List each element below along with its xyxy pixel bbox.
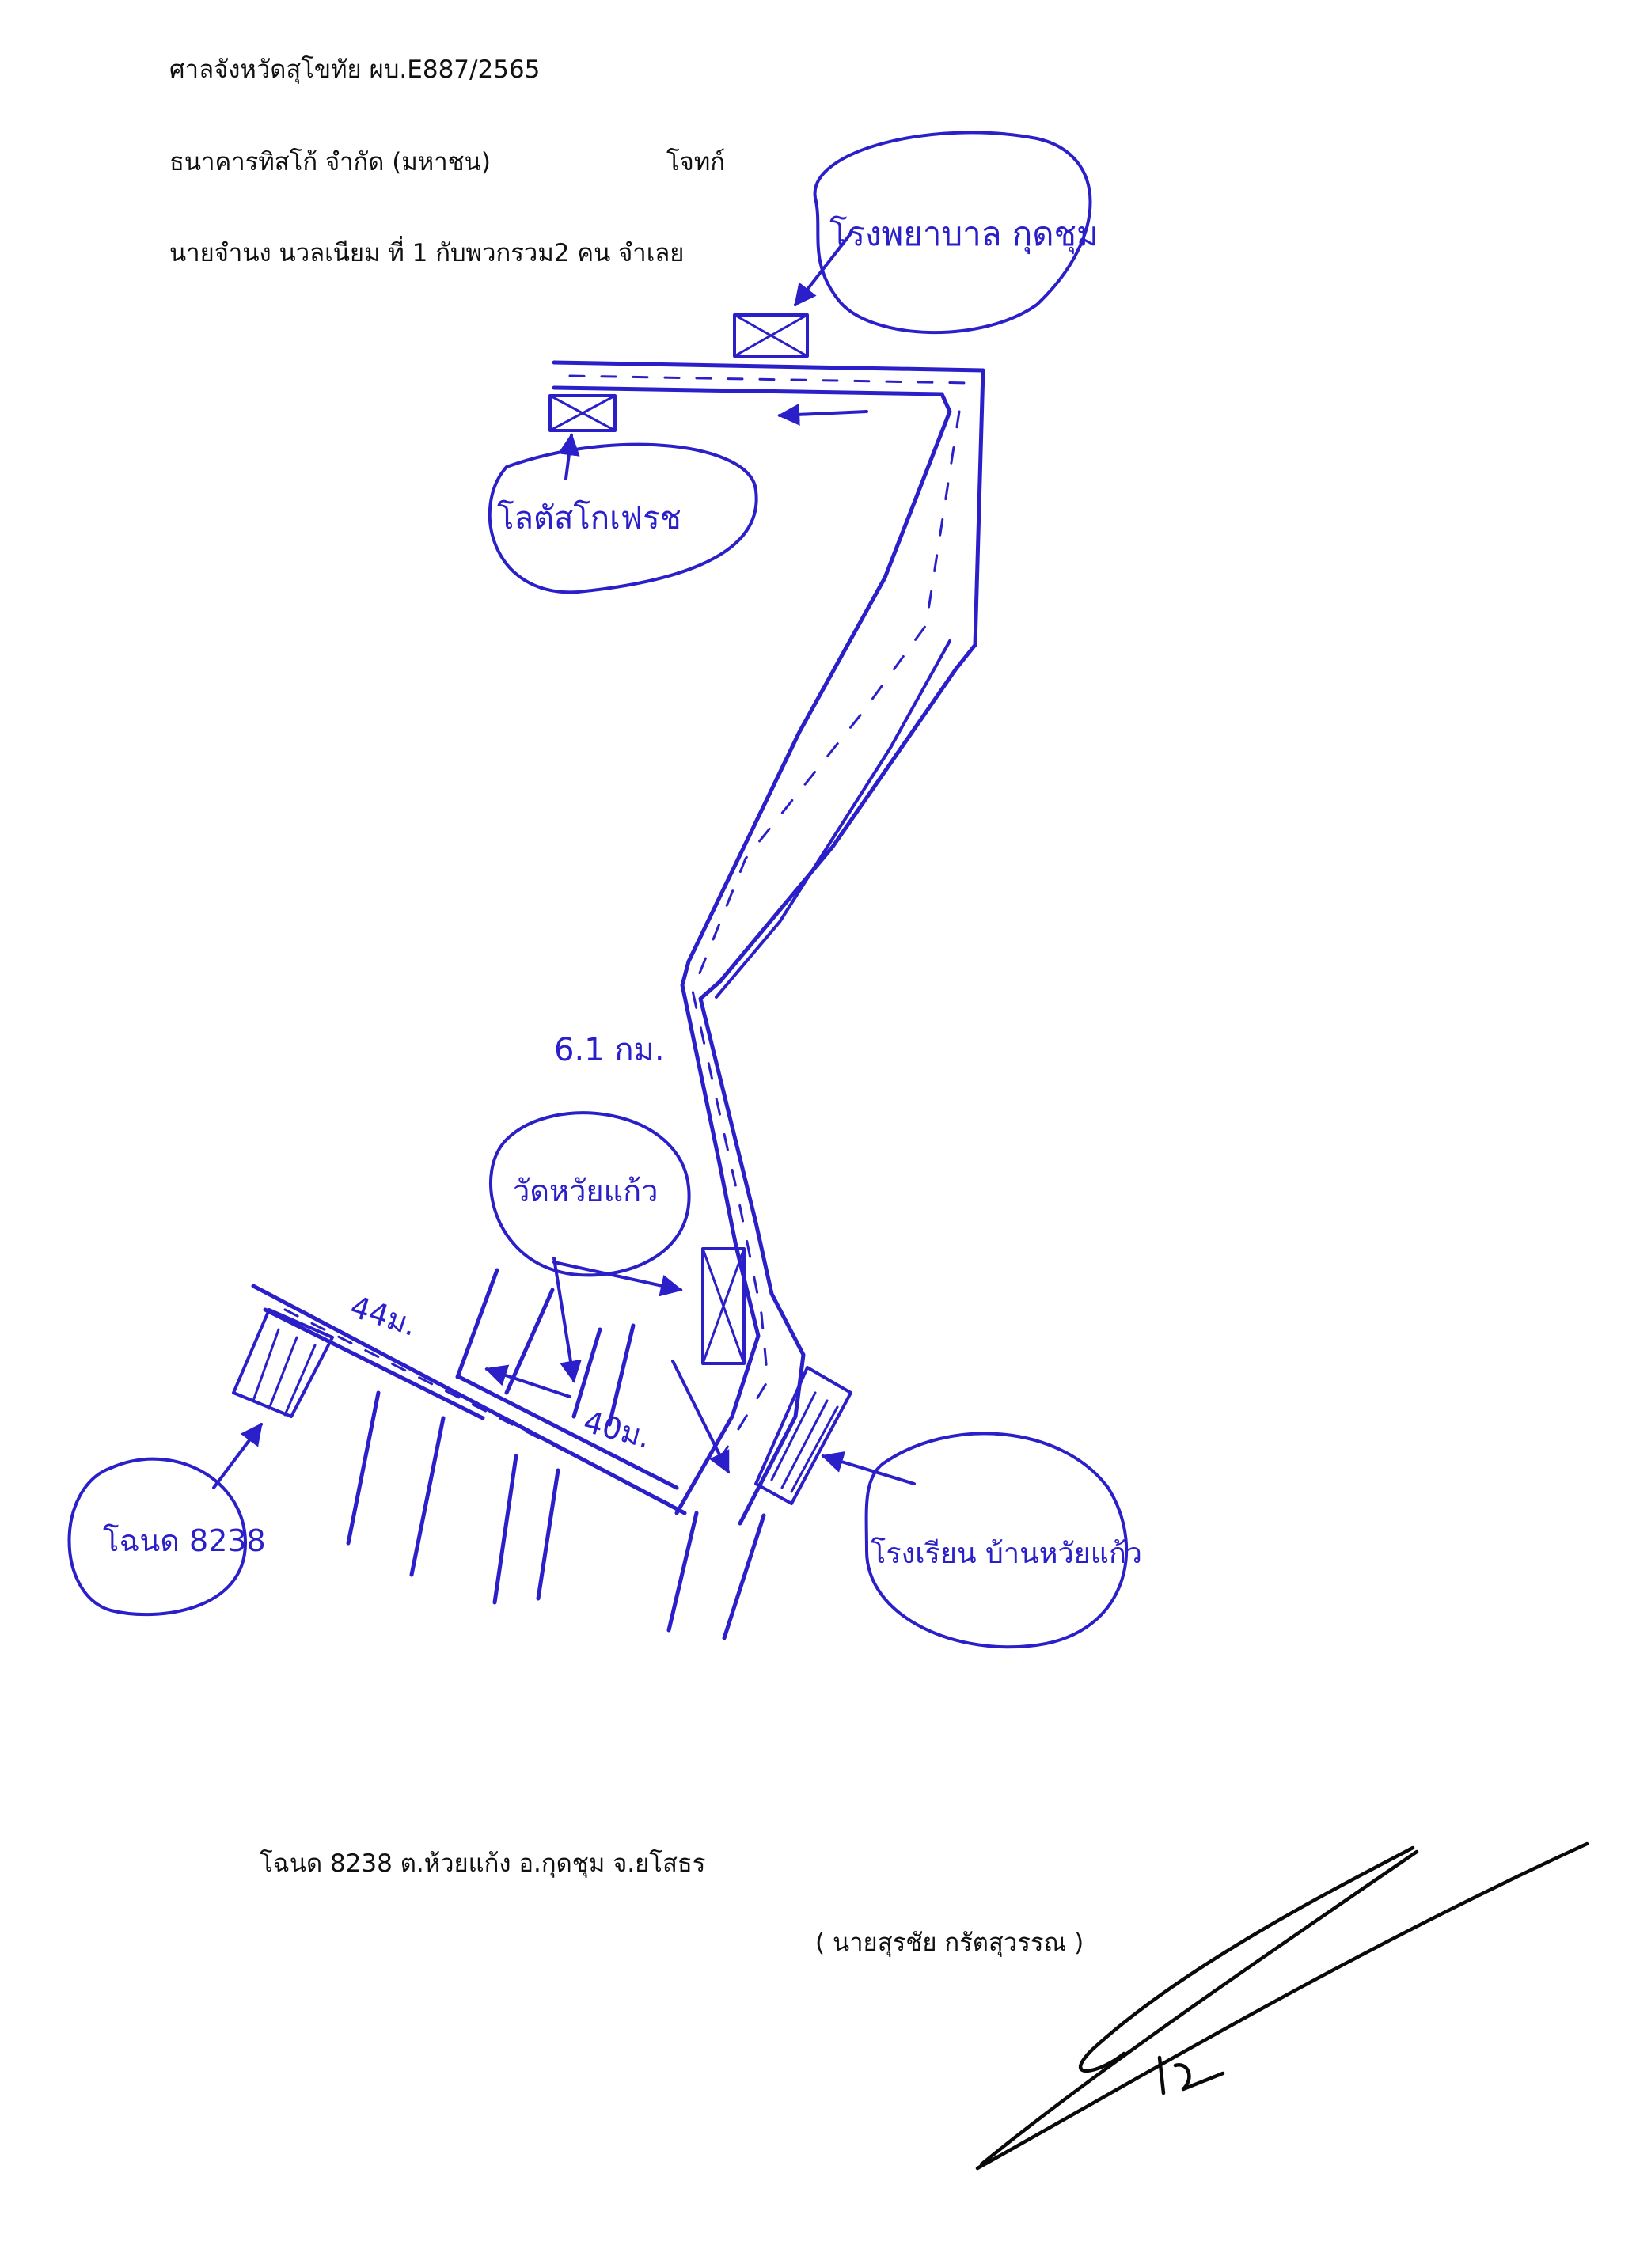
plaintiff-name: ธนาคารทิสโก้ จำกัด (มหาชน) <box>169 148 491 176</box>
distance-44m-label: 44ม. <box>346 1289 421 1343</box>
arrow-to-temple <box>552 1261 683 1297</box>
arrow-to-temple-road <box>552 1257 582 1383</box>
signature <box>975 1841 1589 2171</box>
hospital-label: โรงพยาบาล กุดชุม <box>829 214 1099 255</box>
school-label: โรงเรียน บ้านหวัยแก้ว <box>871 1537 1142 1570</box>
school-box <box>754 1366 852 1505</box>
temple-box <box>701 1247 746 1365</box>
deed-label: โฉนด 8238 <box>103 1523 266 1558</box>
lotus-bubble: โลตัสโกเฟรช <box>488 442 758 594</box>
temple-bubble: วัดหวัยแก้ว <box>489 1111 691 1277</box>
deed-location-line: โฉนด 8238 ต.ห้วยแก้ง อ.กุดชุม จ.ยโสธร <box>260 1849 706 1878</box>
distance-40m-label: 40ม. <box>580 1404 655 1455</box>
court-case-line: ศาลจังหวัดสุโขทัย ผบ.E887/2565 <box>169 55 541 84</box>
signer-name: ( นายสุรชัย กรัตสุวรรณ ) <box>815 1929 1084 1957</box>
temple-label: วัดหวัยแก้ว <box>513 1174 659 1208</box>
plaintiff-role: โจทก์ <box>666 148 726 176</box>
lotus-store-box <box>548 394 617 432</box>
arrow-40m <box>671 1360 730 1474</box>
arrow-to-school <box>821 1451 916 1485</box>
hospital-box <box>733 313 809 358</box>
arrow-to-deed-land <box>212 1422 263 1489</box>
arrow-to-top-road <box>777 403 868 426</box>
arrow-to-lotus <box>557 433 580 480</box>
hospital-bubble: โรงพยาบาล กุดชุม <box>813 131 1099 334</box>
defendant-line: นายจำนง นวลเนียม ที่ 1 กับพวกรวม2 คน จำเ… <box>169 239 685 267</box>
deed-land-box <box>232 1308 334 1418</box>
distance-label: 6.1 กม. <box>554 1032 665 1068</box>
main-winding-road <box>674 392 977 1526</box>
arrow-west-road <box>484 1364 571 1398</box>
lower-roads <box>251 1268 766 1640</box>
lotus-label: โลตัสโกเฟรช <box>497 500 681 537</box>
deed-bubble: โฉนด 8238 <box>67 1457 266 1617</box>
top-road <box>552 360 985 647</box>
school-bubble: โรงเรียน บ้านหวัยแก้ว <box>864 1432 1142 1649</box>
